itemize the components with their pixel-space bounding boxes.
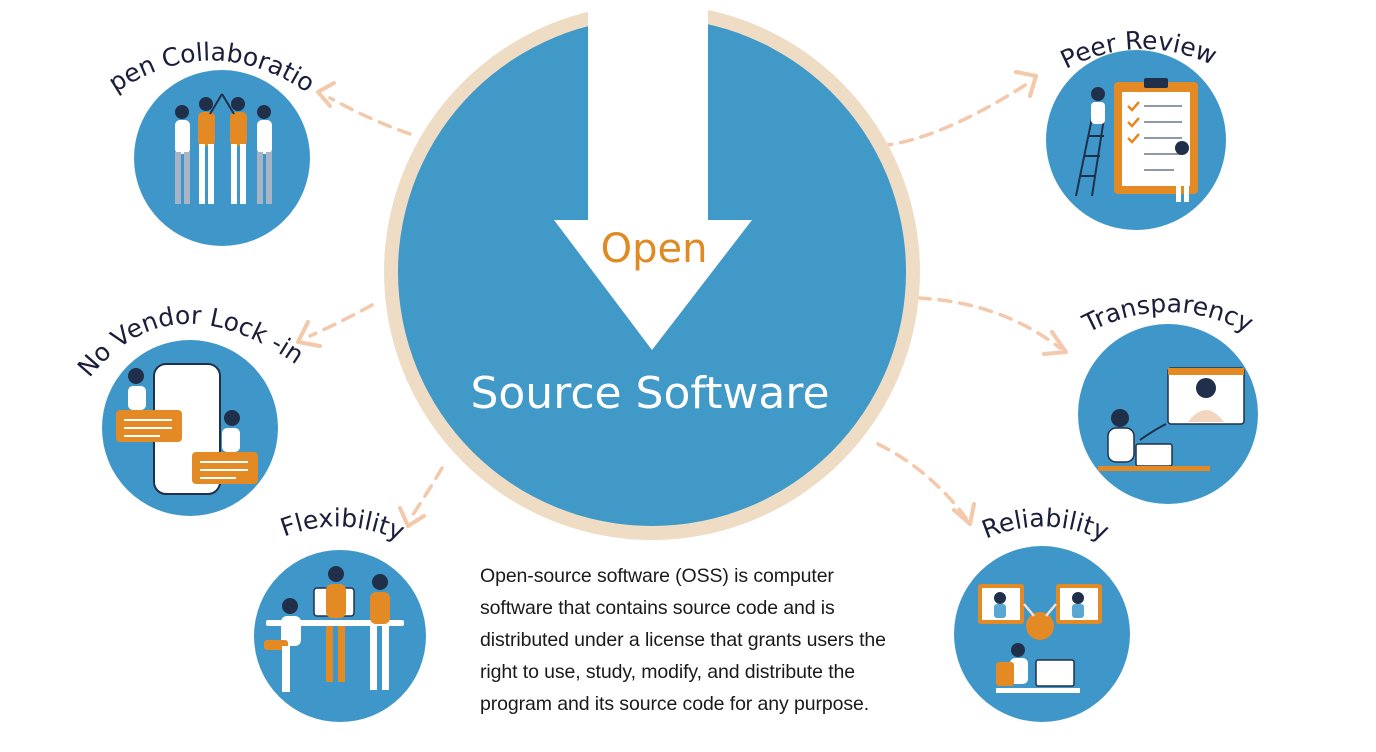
flexibility-label: Flexibility [277, 503, 409, 546]
benefit-no-vendor-lock-in: No Vendor Lock -in [72, 301, 309, 516]
reliability-label: Reliability [978, 503, 1114, 546]
team-desk-icon [264, 566, 404, 692]
connector-arrows [296, 70, 1068, 528]
benefit-peer-review: Peer Review [1046, 26, 1226, 230]
arrow-to-peer-review [878, 70, 1038, 148]
oss-description: Open-source software (OSS) is computer s… [480, 565, 886, 715]
benefit-reliability: Reliability [954, 503, 1130, 722]
phone-chat-icon [116, 363, 258, 495]
arrow-to-flexibility [398, 466, 444, 528]
benefit-flexibility: Flexibility [254, 503, 426, 722]
central-hub: Open Source Software [384, 0, 920, 540]
arrow-to-open-collaboration [316, 81, 412, 136]
checklist-clipboard-icon [1075, 78, 1198, 202]
down-arrow-icon [554, 0, 752, 350]
team-high-five-icon [175, 93, 272, 204]
open-collaboration-label: Open Collaboration [0, 0, 320, 98]
hub-title-line2: Source Software [470, 368, 829, 419]
video-call-icon [1098, 367, 1245, 471]
open-collaboration-circle [134, 70, 310, 246]
arrow-to-no-vendor-lock-in [296, 303, 374, 348]
connected-team-icon [978, 584, 1102, 693]
benefit-open-collaboration: Open Collaboration [0, 0, 320, 246]
arrow-to-reliability [876, 442, 976, 526]
arrow-to-transparency [916, 296, 1068, 356]
hub-title-line1: Open [601, 226, 708, 272]
benefit-transparency: Transparency [1077, 289, 1258, 504]
